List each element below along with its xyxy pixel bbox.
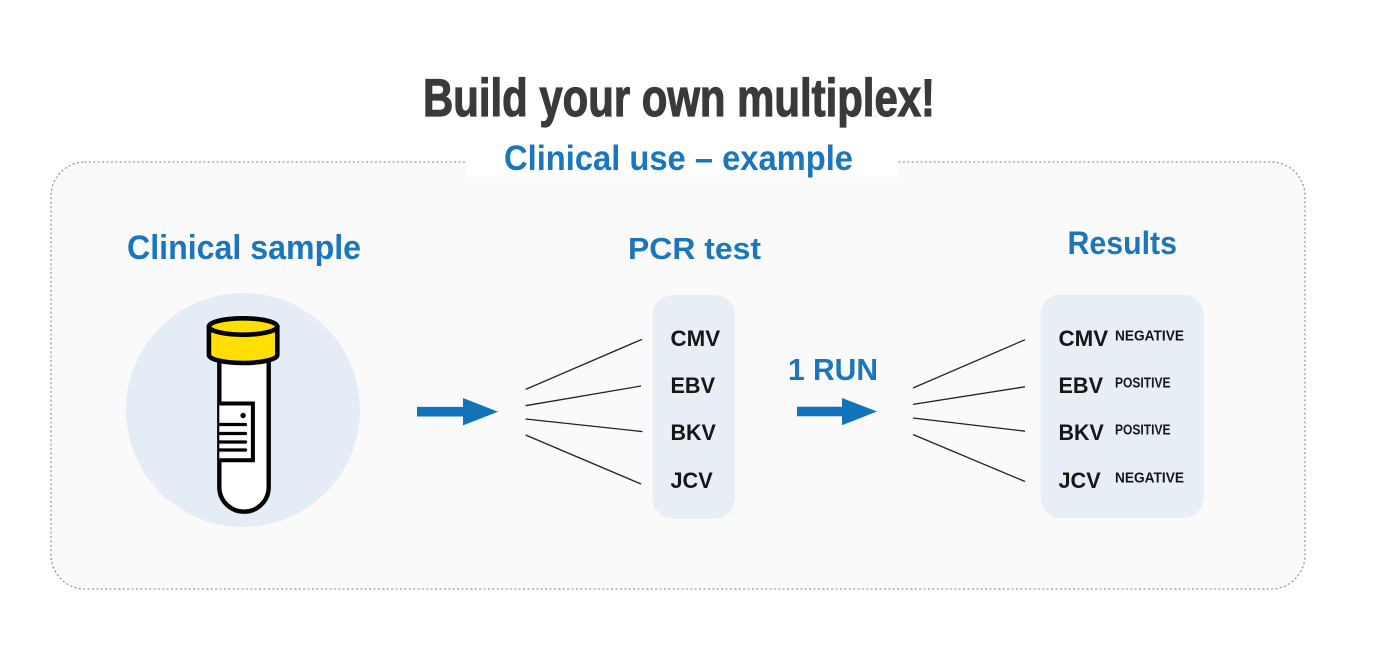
svg-text:CMV: CMV	[671, 326, 721, 351]
svg-text:EBV: EBV	[1059, 373, 1104, 398]
svg-text:BKV: BKV	[1059, 420, 1104, 445]
svg-text:CMV: CMV	[1059, 326, 1109, 351]
svg-text:POSITIVE: POSITIVE	[1115, 423, 1171, 439]
svg-text:EBV: EBV	[671, 373, 716, 398]
svg-text:Clinical sample: Clinical sample	[127, 229, 361, 267]
svg-text:NEGATIVE: NEGATIVE	[1115, 329, 1184, 345]
svg-text:PCR test: PCR test	[628, 231, 761, 266]
svg-text:Results: Results	[1068, 225, 1178, 261]
svg-text:JCV: JCV	[671, 468, 713, 493]
svg-text:POSITIVE: POSITIVE	[1115, 376, 1171, 392]
svg-text:JCV: JCV	[1059, 468, 1101, 493]
svg-text:NEGATIVE: NEGATIVE	[1115, 471, 1184, 487]
svg-text:BKV: BKV	[671, 420, 716, 445]
svg-text:Clinical use – example: Clinical use – example	[504, 139, 853, 178]
svg-text:1 RUN: 1 RUN	[788, 353, 878, 387]
svg-text:Build your own multiplex!: Build your own multiplex!	[423, 69, 935, 128]
